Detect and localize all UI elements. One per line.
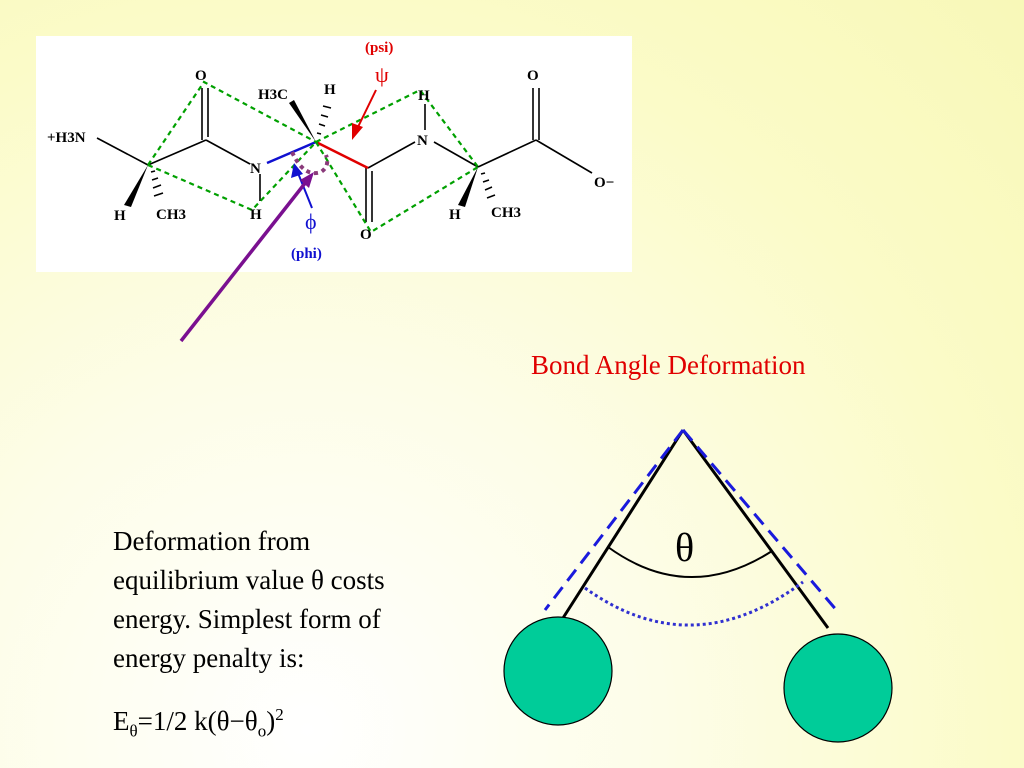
hash-left <box>150 170 164 197</box>
formula-close: ) <box>266 706 276 736</box>
o-left-label: O <box>195 68 207 84</box>
equilibrium-arc <box>584 580 804 627</box>
wedge-left <box>124 165 148 207</box>
formula-e-subscript: θ <box>129 721 138 741</box>
h-nh-right-label: H <box>418 88 430 104</box>
bond-angle-title: Bond Angle Deformation <box>531 350 806 380</box>
h-top-label: H <box>324 82 336 98</box>
theta-symbol: θ <box>675 525 694 570</box>
formula-middle: =1/2 k(θ−θ <box>137 706 258 736</box>
phi-symbol: ϕ <box>305 209 317 234</box>
wedge-alpha-h3c <box>289 100 316 142</box>
left-atom <box>503 616 613 726</box>
o-right-top-label: O <box>527 68 539 84</box>
equilibrium-left-bond <box>543 429 685 611</box>
h-left-label: H <box>114 208 126 224</box>
psi-arrow <box>357 89 377 128</box>
description-line: energy penalty is: <box>113 643 305 673</box>
ch3-left-label: CH3 <box>156 207 186 223</box>
right-bond <box>681 429 830 629</box>
hash-right <box>480 172 496 199</box>
bond-angle-diagram: θ <box>503 429 893 743</box>
ch3-right-label: CH3 <box>491 205 521 221</box>
n-terminus-label: +H3N <box>47 130 86 146</box>
angle-pointer-arrow <box>179 180 308 343</box>
energy-formula: Eθ=1/2 k(θ−θo)2 <box>113 705 284 741</box>
theta-arc <box>607 546 773 578</box>
peptide-panel <box>36 36 632 272</box>
psi-label: (psi) <box>365 40 393 56</box>
formula-power: 2 <box>275 705 284 724</box>
description-line: energy. Simplest form of <box>113 604 381 634</box>
o-carboxylate-label: O− <box>594 175 614 191</box>
h-right-label: H <box>449 207 461 223</box>
description-line: equilibrium value θ costs <box>113 565 385 595</box>
psi-bond <box>315 140 369 170</box>
phi-arrow <box>297 172 313 209</box>
description-line: Deformation from <box>113 526 311 556</box>
left-bond <box>561 429 685 619</box>
n-mid-label: N <box>250 161 261 177</box>
wedge-right <box>458 167 478 207</box>
psi-symbol: ψ <box>375 62 389 87</box>
equilibrium-right-bond <box>681 429 840 613</box>
backbone-bonds <box>96 88 593 222</box>
h3c-label: H3C <box>258 87 288 103</box>
o-bottom-label: O <box>360 227 372 243</box>
psi-arrowhead <box>352 123 363 140</box>
angle-pointer-arrowhead <box>300 172 314 188</box>
right-atom <box>783 633 893 743</box>
h-nh-mid-label: H <box>250 207 262 223</box>
phi-label: (phi) <box>291 246 322 262</box>
formula-e: E <box>113 706 130 736</box>
phi-arrowhead <box>291 163 303 178</box>
formula-theta-subscript: o <box>257 721 267 741</box>
n-right-label: N <box>417 133 428 149</box>
description-text: Deformation from equilibrium value θ cos… <box>113 522 483 678</box>
hash-alpha-h <box>316 105 332 135</box>
